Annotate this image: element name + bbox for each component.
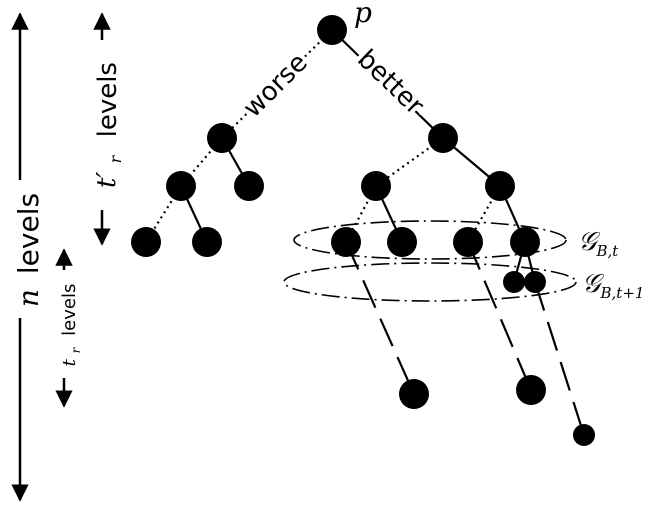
root-node bbox=[317, 15, 347, 45]
tree-node bbox=[387, 227, 417, 257]
tree-node bbox=[399, 379, 429, 409]
worse-label: worse worse bbox=[234, 44, 318, 128]
tree-node-small bbox=[573, 424, 595, 446]
tree-node bbox=[516, 375, 546, 405]
tree-node bbox=[361, 171, 391, 201]
tree-node bbox=[234, 171, 264, 201]
tprime-variable: t′ bbox=[92, 172, 122, 188]
tree-node bbox=[453, 227, 483, 257]
edge bbox=[180, 137, 223, 187]
n-levels-text: levels bbox=[12, 193, 45, 274]
svg-text:t r levels: t r levels bbox=[59, 284, 86, 367]
tree-node bbox=[131, 227, 161, 257]
n-levels-arrow: n levels bbox=[11, 12, 46, 502]
group-ellipse-bt1 bbox=[283, 262, 577, 302]
tree-node bbox=[428, 123, 458, 153]
edge bbox=[345, 185, 377, 243]
svg-text:t′ r levels: t′ r levels bbox=[92, 62, 131, 188]
tree-node-small bbox=[503, 271, 525, 293]
tr-subscript: r bbox=[69, 346, 83, 353]
long-path bbox=[466, 241, 533, 391]
svg-text:worse: worse bbox=[238, 48, 314, 124]
tree-node-small bbox=[524, 271, 546, 293]
tr-variable: t bbox=[59, 358, 80, 366]
edge-worse bbox=[221, 29, 333, 139]
tprime-levels-arrow: t′ r levels bbox=[92, 12, 131, 246]
tree-node bbox=[166, 171, 196, 201]
tprime-subscript: r bbox=[106, 154, 125, 163]
better-label: better better bbox=[347, 40, 433, 125]
long-path bbox=[344, 241, 416, 395]
long-path bbox=[533, 281, 586, 436]
tree-node bbox=[207, 123, 237, 153]
svg-text:n levels: n levels bbox=[12, 193, 46, 307]
group-label-bt1: 𝒢B,t+1 bbox=[582, 269, 644, 302]
n-variable: n bbox=[12, 289, 45, 307]
tr-levels-text: levels bbox=[59, 284, 80, 336]
group-ellipse-bt bbox=[293, 220, 567, 260]
tree-node bbox=[192, 227, 222, 257]
tprime-levels-text: levels bbox=[93, 62, 123, 137]
svg-text:better: better bbox=[351, 44, 429, 121]
tree-node bbox=[331, 227, 361, 257]
tree-node bbox=[485, 171, 515, 201]
tree-node bbox=[510, 227, 540, 257]
tr-levels-arrow: t r levels bbox=[55, 248, 86, 408]
edge-better bbox=[331, 29, 444, 139]
group-label-bt: 𝒢B,t bbox=[578, 227, 619, 260]
root-label: p bbox=[354, 0, 372, 29]
